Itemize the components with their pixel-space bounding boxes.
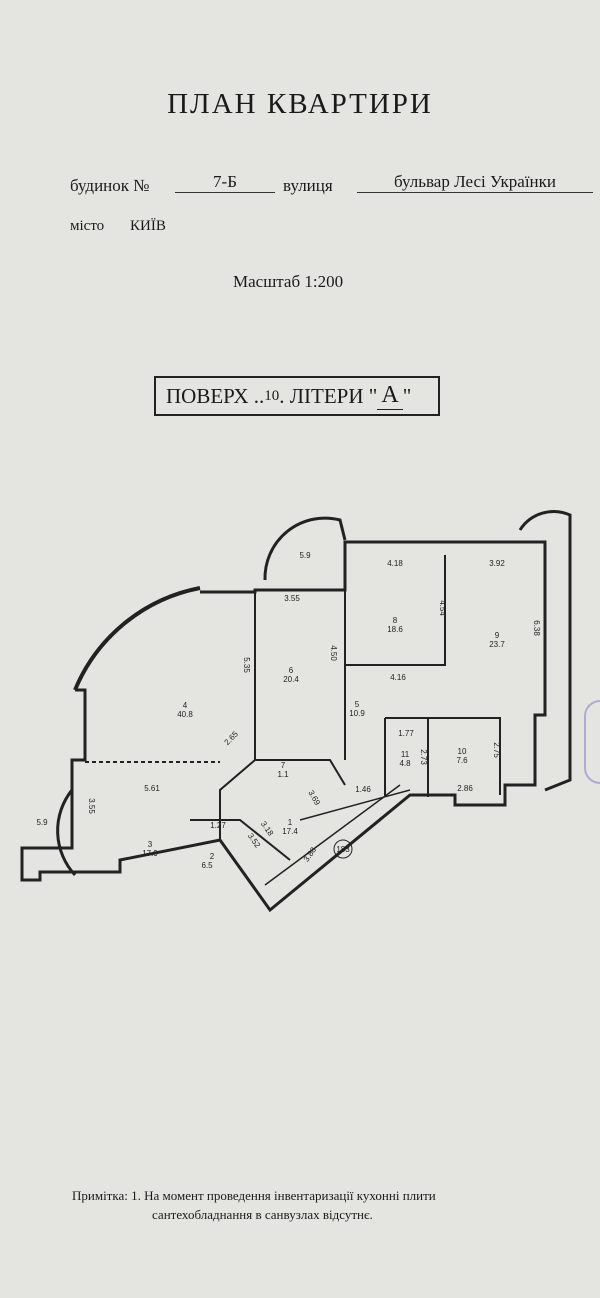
room-7-num: 7 <box>281 761 286 770</box>
marker-circle <box>333 839 353 859</box>
dimension: 3.52 <box>246 832 263 850</box>
letter-close: " <box>402 383 412 408</box>
floor-label: ПОВЕРХ .. <box>166 383 265 408</box>
note-line-2: сантехобладнання в санвузлах відсутнє. <box>152 1207 373 1222</box>
floor-box: ПОВЕРХ .. 10 . ЛІТЕРИ " А " <box>154 376 440 416</box>
dimension: 2.86 <box>457 784 473 793</box>
page-title: ПЛАН КВАРТИРИ <box>167 88 433 120</box>
room-8-area: 18.6 <box>387 625 403 634</box>
letter-label: . ЛІТЕРИ " <box>279 383 378 408</box>
city-name: КИЇВ <box>130 218 166 234</box>
room-3-num: 3 <box>148 840 153 849</box>
interior-walls <box>85 555 501 886</box>
dimension: 1.77 <box>398 729 414 738</box>
room-4-num: 4 <box>183 701 188 710</box>
street-name: бульвар Лесі Українки <box>357 172 593 193</box>
balcony-top-area: 5.9 <box>299 551 311 560</box>
dimension: 4.18 <box>387 559 403 568</box>
dimension: 5.35 <box>242 657 251 673</box>
room-labels: 1 17.4 2 6.5 3 17.9 4 40.8 5 10.9 6 20.4… <box>36 551 505 870</box>
room-6-num: 6 <box>289 666 294 675</box>
floor-plan: 1 17.4 2 6.5 3 17.9 4 40.8 5 10.9 6 20.4… <box>20 510 572 913</box>
marker-number: 183 <box>336 845 350 854</box>
dimension: 2.75 <box>492 742 501 758</box>
dimension: 4.16 <box>390 673 406 682</box>
city-label: місто <box>70 218 105 234</box>
room-3-area: 17.9 <box>142 849 158 858</box>
dimension: 6.38 <box>532 620 541 636</box>
room-9-area: 23.7 <box>489 640 505 649</box>
building-number: 7-Б <box>175 172 275 193</box>
room-10-area: 7.6 <box>456 756 468 765</box>
room-9-num: 9 <box>495 631 500 640</box>
dimension: 1.27 <box>210 821 226 830</box>
room-5-num: 5 <box>355 700 360 709</box>
room-4-area: 40.8 <box>177 710 193 719</box>
dimension: 2.73 <box>419 749 428 765</box>
room-6-area: 20.4 <box>283 675 299 684</box>
room-2-num: 2 <box>210 852 215 861</box>
note-line-1: Примітка: 1. На момент проведення інвент… <box>72 1188 436 1203</box>
dimension: 3.92 <box>489 559 505 568</box>
balcony-left-area: 5.9 <box>36 818 48 827</box>
dimension: 3.18 <box>259 820 276 838</box>
floor-number: 10 <box>264 387 280 404</box>
room-8-num: 8 <box>393 616 398 625</box>
room-10-num: 10 <box>458 747 467 756</box>
dimension: 3.55 <box>87 798 96 814</box>
note: Примітка: 1. На момент проведення інвент… <box>72 1186 592 1224</box>
dimension: 1.46 <box>355 785 371 794</box>
street-label: вулиця <box>283 176 333 195</box>
dimension: 4.54 <box>438 600 447 616</box>
room-2-area: 6.5 <box>201 861 213 870</box>
dimension: 2.65 <box>223 729 241 747</box>
room-11-area: 4.8 <box>399 759 411 768</box>
dimension: 3.55 <box>284 594 300 603</box>
room-1-area: 17.4 <box>282 827 298 836</box>
dimension: 3.69 <box>306 789 322 807</box>
scale-text: Масштаб 1:200 <box>233 272 344 291</box>
room-7-area: 1.1 <box>277 770 289 779</box>
room-11-num: 11 <box>401 750 410 759</box>
letter-value: А <box>377 382 403 410</box>
dimension: 4.50 <box>329 645 338 661</box>
walls <box>20 510 572 913</box>
building-label: будинок № <box>70 176 150 195</box>
stamp <box>584 700 600 784</box>
room-5-area: 10.9 <box>349 709 365 718</box>
dimension: 5.61 <box>144 784 160 793</box>
room-1-num: 1 <box>288 818 293 827</box>
